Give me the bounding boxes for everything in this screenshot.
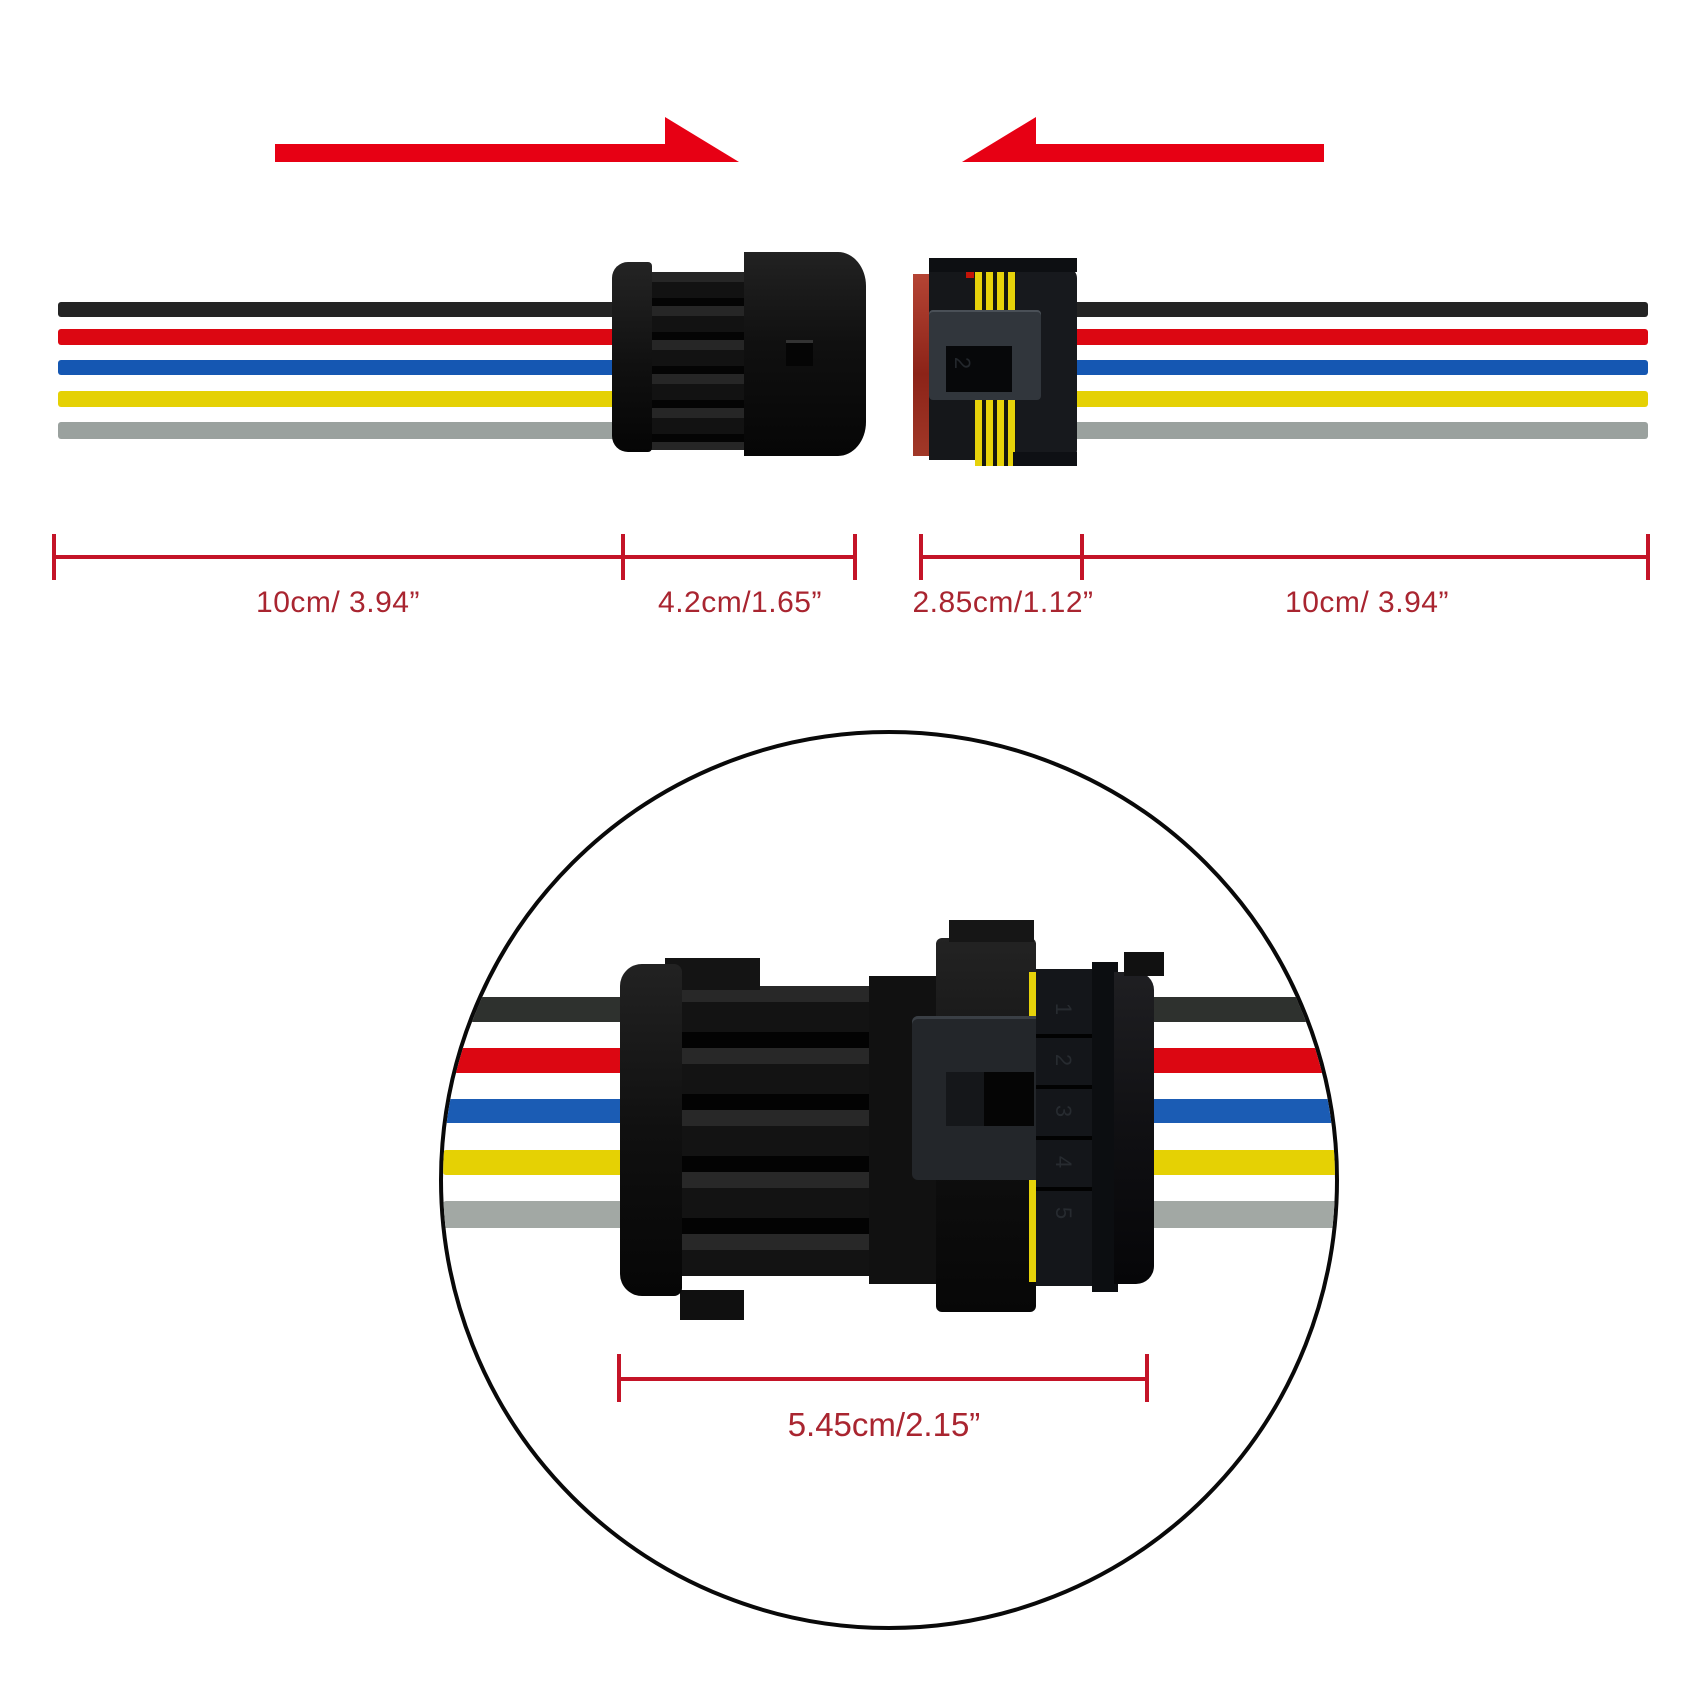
zoom-pin-number-4: 4 <box>1051 1155 1076 1169</box>
wire-red-right <box>1074 329 1648 345</box>
female-connector-latch-notch <box>946 346 1012 392</box>
zoom-circle: 1 2 3 4 5 5.45cm/2.15” <box>439 730 1339 1630</box>
female-connector-bottom-lip <box>1013 452 1077 466</box>
dimension-line-right-group <box>921 555 1650 559</box>
wire-red-left <box>58 329 620 345</box>
zoom-wire-blue-right <box>1143 1099 1335 1123</box>
zoom-wire-yellow-right <box>1143 1150 1335 1175</box>
female-connector-red-housing <box>913 274 933 456</box>
arrow-left-icon <box>962 117 1036 162</box>
zoom-pin-divider <box>1036 1085 1098 1089</box>
zoom-dimension-tick <box>1145 1354 1149 1402</box>
zoom-pin-number-1: 1 <box>1051 1002 1076 1016</box>
zoom-female-rear-rim <box>1092 962 1118 1292</box>
zoom-wire-black-right <box>1143 997 1335 1022</box>
zoom-female-body <box>1036 969 1098 1286</box>
measurement-assembled-connector: 5.45cm/2.15” <box>787 1406 981 1443</box>
zoom-male-bottom-lip <box>680 1290 744 1320</box>
zoom-female-rear-cap <box>1114 972 1154 1284</box>
male-connector-cap <box>612 262 652 452</box>
wire-yellow-right <box>1074 391 1648 407</box>
measurement-left-wire: 10cm/ 3.94” <box>256 586 420 619</box>
dimension-tick <box>1646 534 1650 580</box>
dimension-tick <box>52 534 56 580</box>
wire-blue-right <box>1074 360 1648 375</box>
female-connector-top-rim <box>929 258 1077 272</box>
zoom-latch-tab <box>946 1072 984 1126</box>
measurement-right-wire: 10cm/ 3.94” <box>1285 586 1449 619</box>
dimension-line-left-group <box>54 555 857 559</box>
zoom-pin-number-5: 5 <box>1051 1206 1076 1220</box>
measurement-male-connector: 4.2cm/1.65” <box>658 586 822 619</box>
dimension-tick <box>1080 534 1084 580</box>
zoom-dimension-line <box>619 1377 1149 1381</box>
male-connector-latch-slot <box>786 340 813 366</box>
zoom-collar-top-bump <box>949 920 1034 942</box>
arrow-right-bar <box>275 144 667 162</box>
measurement-female-connector: 2.85cm/1.12” <box>912 586 1094 619</box>
zoom-wire-red-right <box>1143 1048 1335 1073</box>
wire-blue-left <box>58 360 620 375</box>
zoom-male-cap <box>620 964 682 1296</box>
zoom-pin-divider <box>1036 1034 1098 1038</box>
zoom-wire-gray-right <box>1143 1201 1335 1228</box>
zoom-pin-divider <box>1036 1136 1098 1140</box>
wire-gray-right <box>1074 422 1648 439</box>
wire-black-right <box>1074 302 1648 317</box>
wire-black-left <box>58 302 620 317</box>
zoom-pin-number-2: 2 <box>1051 1053 1076 1067</box>
zoom-male-ribs <box>644 986 874 1276</box>
wire-yellow-left <box>58 391 620 407</box>
zoom-pin-divider <box>1036 1187 1098 1191</box>
arrow-right-icon <box>665 117 739 162</box>
female-latch-number: 2 <box>950 356 975 370</box>
zoom-dimension-tick <box>617 1354 621 1402</box>
zoom-pin-number-3: 3 <box>1051 1104 1076 1118</box>
zoom-rear-top-tab <box>1124 952 1164 976</box>
male-connector-ribs <box>648 272 748 450</box>
dimension-tick <box>621 534 625 580</box>
dimension-tick <box>919 534 923 580</box>
dimension-tick <box>853 534 857 580</box>
arrow-left-bar <box>1034 144 1324 162</box>
wire-gray-left <box>58 422 620 439</box>
